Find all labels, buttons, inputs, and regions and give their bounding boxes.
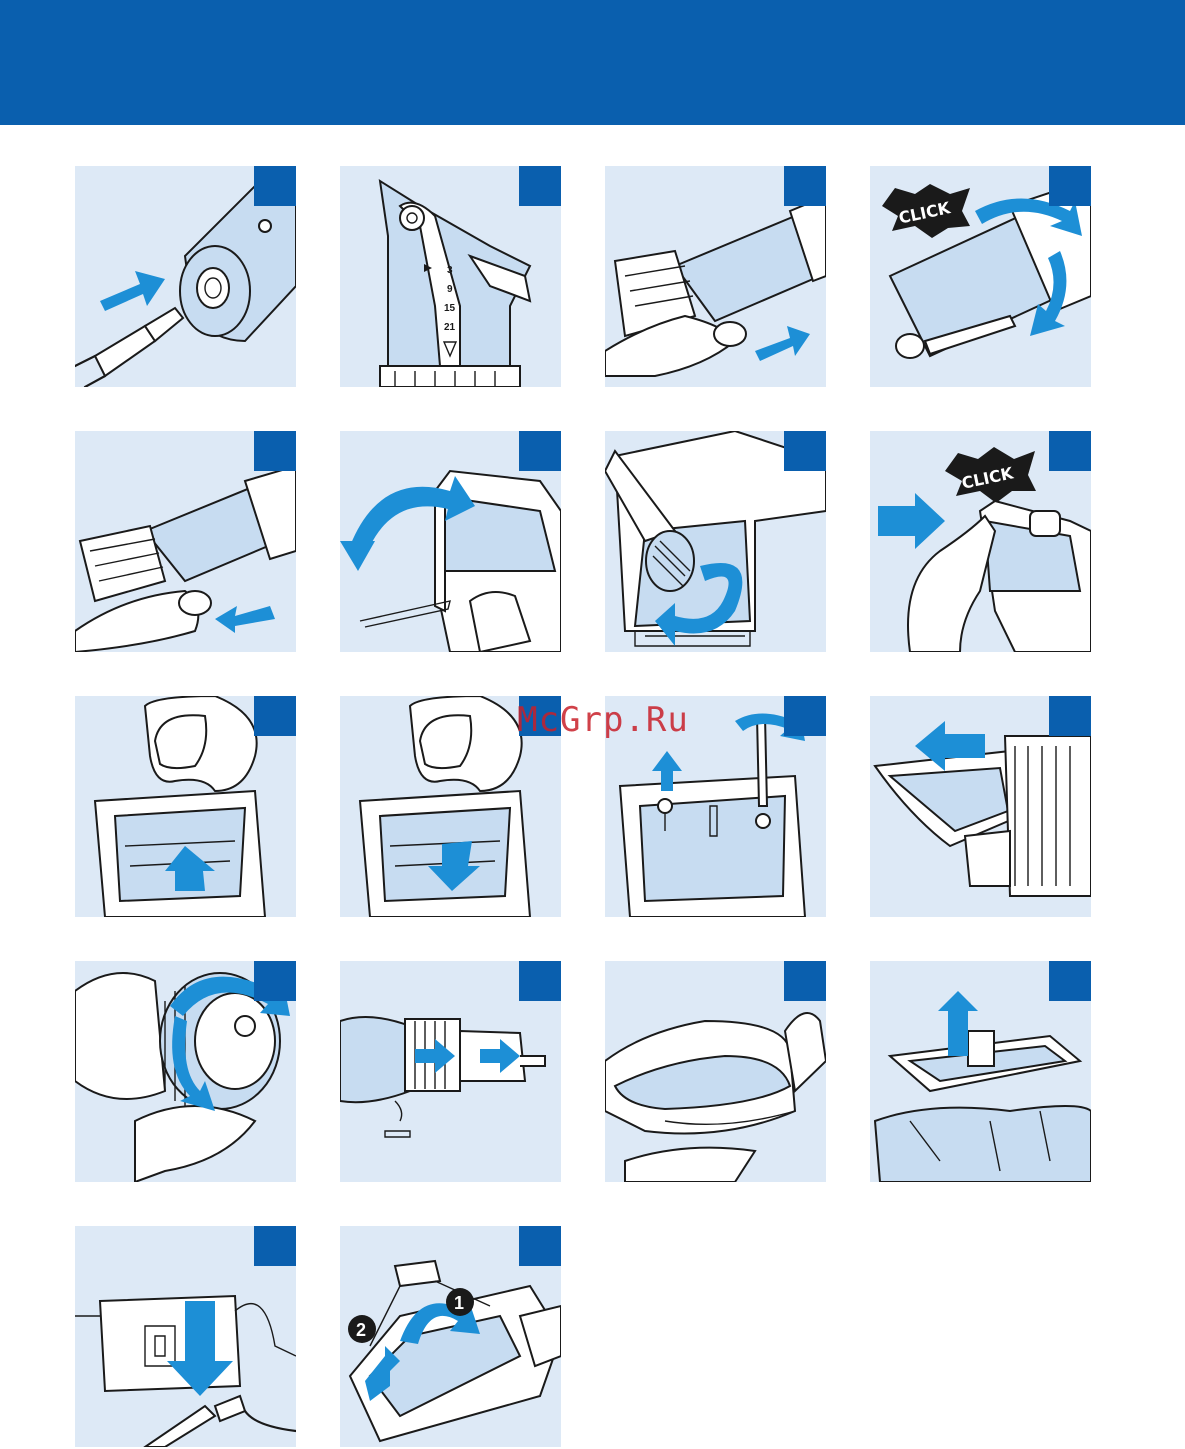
figure-10-push-down <box>340 696 561 917</box>
step-badge <box>1049 166 1091 206</box>
figure-16-lift-board <box>870 961 1091 1182</box>
step-badge <box>254 961 296 1001</box>
figure-14-slide-out <box>340 961 561 1182</box>
figure-1-plug-in <box>75 166 296 387</box>
step-badge <box>519 1226 561 1266</box>
step-badge <box>254 166 296 206</box>
step-badge <box>784 961 826 1001</box>
figure-4-rotate-click: CLICK <box>870 166 1091 387</box>
step-badge <box>519 696 561 736</box>
step-badge <box>254 696 296 736</box>
step-badge <box>519 431 561 471</box>
figure-6-open-head <box>340 431 561 652</box>
figure-2-length-dial: 3 9 15 21 <box>340 166 561 387</box>
dial-value-3: 3 <box>447 265 453 276</box>
header-band <box>0 0 1185 125</box>
figure-7-brush-clean <box>605 431 826 652</box>
step-badge <box>784 166 826 206</box>
figure-3-attach-comb <box>605 166 826 387</box>
step-badge <box>519 166 561 206</box>
dial-value-15: 15 <box>444 303 456 314</box>
figure-8-close-click: CLICK <box>870 431 1091 652</box>
figure-5-remove-comb <box>75 431 296 652</box>
figure-17-cut-wire <box>75 1226 296 1447</box>
figure-12-pull-off <box>870 696 1091 917</box>
step-badge <box>254 1226 296 1266</box>
step-badge <box>519 961 561 1001</box>
step-badge <box>1049 696 1091 736</box>
dial-value-9: 9 <box>447 284 453 295</box>
step-badge <box>1049 431 1091 471</box>
step-number-1: 1 <box>454 1293 464 1313</box>
figure-15-open-housing <box>605 961 826 1182</box>
step-badge <box>1049 961 1091 1001</box>
step-badge <box>254 431 296 471</box>
figure-18-remove-battery: 1 2 <box>340 1226 561 1447</box>
step-number-2: 2 <box>356 1320 366 1340</box>
step-badge <box>784 431 826 471</box>
step-badge <box>784 696 826 736</box>
dial-value-21: 21 <box>444 322 456 333</box>
figure-9-push-up <box>75 696 296 917</box>
figure-13-twist-ring <box>75 961 296 1182</box>
figure-11-unscrew <box>605 696 826 917</box>
